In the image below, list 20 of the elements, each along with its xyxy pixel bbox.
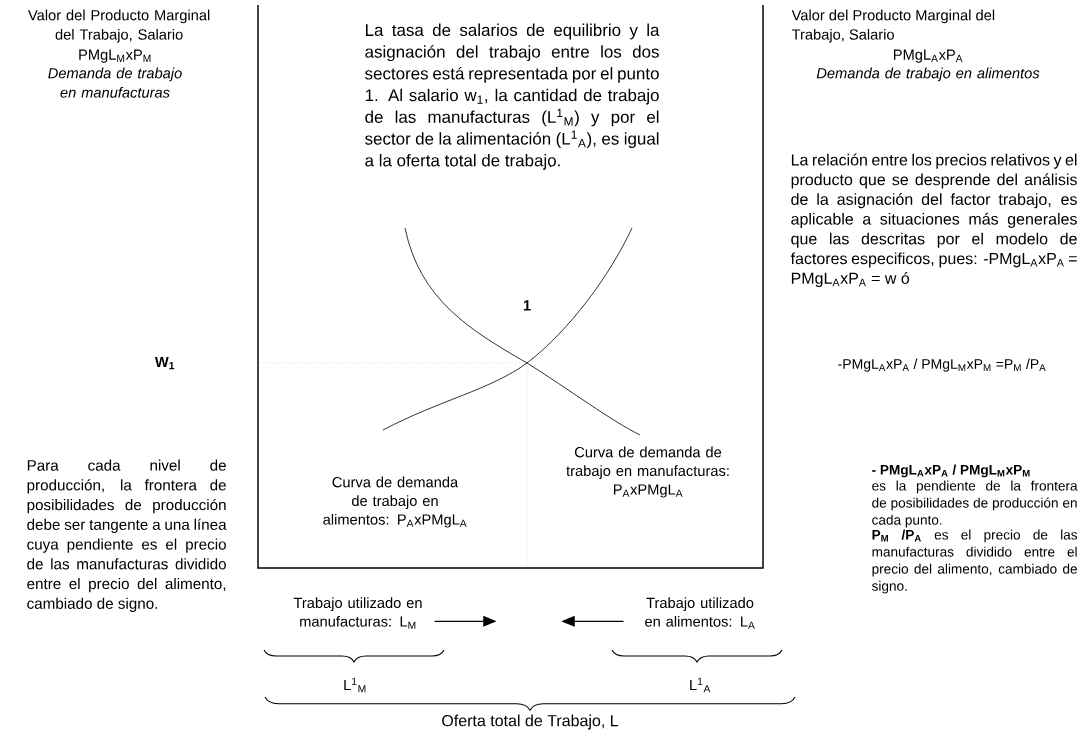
curve-label: Curva de demanda de trabajo en alimentos: P$_{A}$xPMgL$_{A}$ [323, 476, 467, 528]
description-text: Para cada nivel de producción, la frontera de posibilidades de producción debe ser tangente a una línea cuya pendiente es el precio de las manufacturas dividido entre el precio del alimento, cambiado de signo. [27, 459, 227, 612]
description-text: es la pendiente de la frontera de posibilidades de producción en cada punto. [872, 480, 1078, 528]
label-text: Trabajo utilizado en alimentos: L$_{A}$ [645, 597, 755, 629]
description-text: P$_{M}$ /P$_{A}$ es el precio de las manufacturas dividido entre el precio del alimento, cambiado de signo. [872, 529, 1078, 594]
curve-label: Curva de demanda de trabajo en manufacturas: P$_{A}$xPMgL$_{A}$ [566, 446, 729, 498]
axis-caption: Demanda de trabajo en alimentos [816, 67, 1040, 82]
point-label: 1 [523, 300, 531, 311]
axis-label: W$_{1}$ [154, 356, 175, 370]
formula-text: -PMgL$_{A}$xP$_{A}$ / PMgL$_{M}$xP$_{M}$ =P$_{M}$ /P$_{A}$ [838, 358, 1046, 372]
description-text: La relación entre los precios relativos y el producto que se desprende del análisis de la asignación del factor trabajo, es aplicable a situaciones más generales que las descritas por el modelo de factores especificos, pues: -PMgL$_{A}$xP$_{A}$ = PMgL$_{A}$xP$_{A}$ = w ó [790, 153, 1077, 288]
brace-label: Oferta total de Trabajo, L [442, 714, 619, 730]
formula-text: - PMgL$_{A}$xP$_{A}$ / PMgL$_{M}$xP$_{M}$ [872, 464, 1030, 478]
axis-label: L$^{1}$M [344, 677, 366, 693]
description-text: La tasa de salarios de equilibrio y la asignación del trabajo entre los dos sectores está representada por el punto 1. Al salario w$_{1}$, la cantidad de trabajo de las manufacturas (L$^{1}$$_{M}$) y por el sector de la alimentación (L$^{1}$$_{A}$), es igual a la oferta total de trabajo. [365, 23, 660, 170]
formula-text: PMgL$_{M}$xP$_{M}$ [79, 49, 151, 63]
axis-caption: Demanda de trabajo en manufacturas [48, 67, 182, 98]
label-text: Trabajo utilizado en manufacturas: L$_{M}$ [293, 597, 422, 629]
formula-text: PMgL$_{A}$xP$_{A}$ [894, 49, 963, 63]
axis-label: L$^{1}$A [690, 677, 711, 693]
